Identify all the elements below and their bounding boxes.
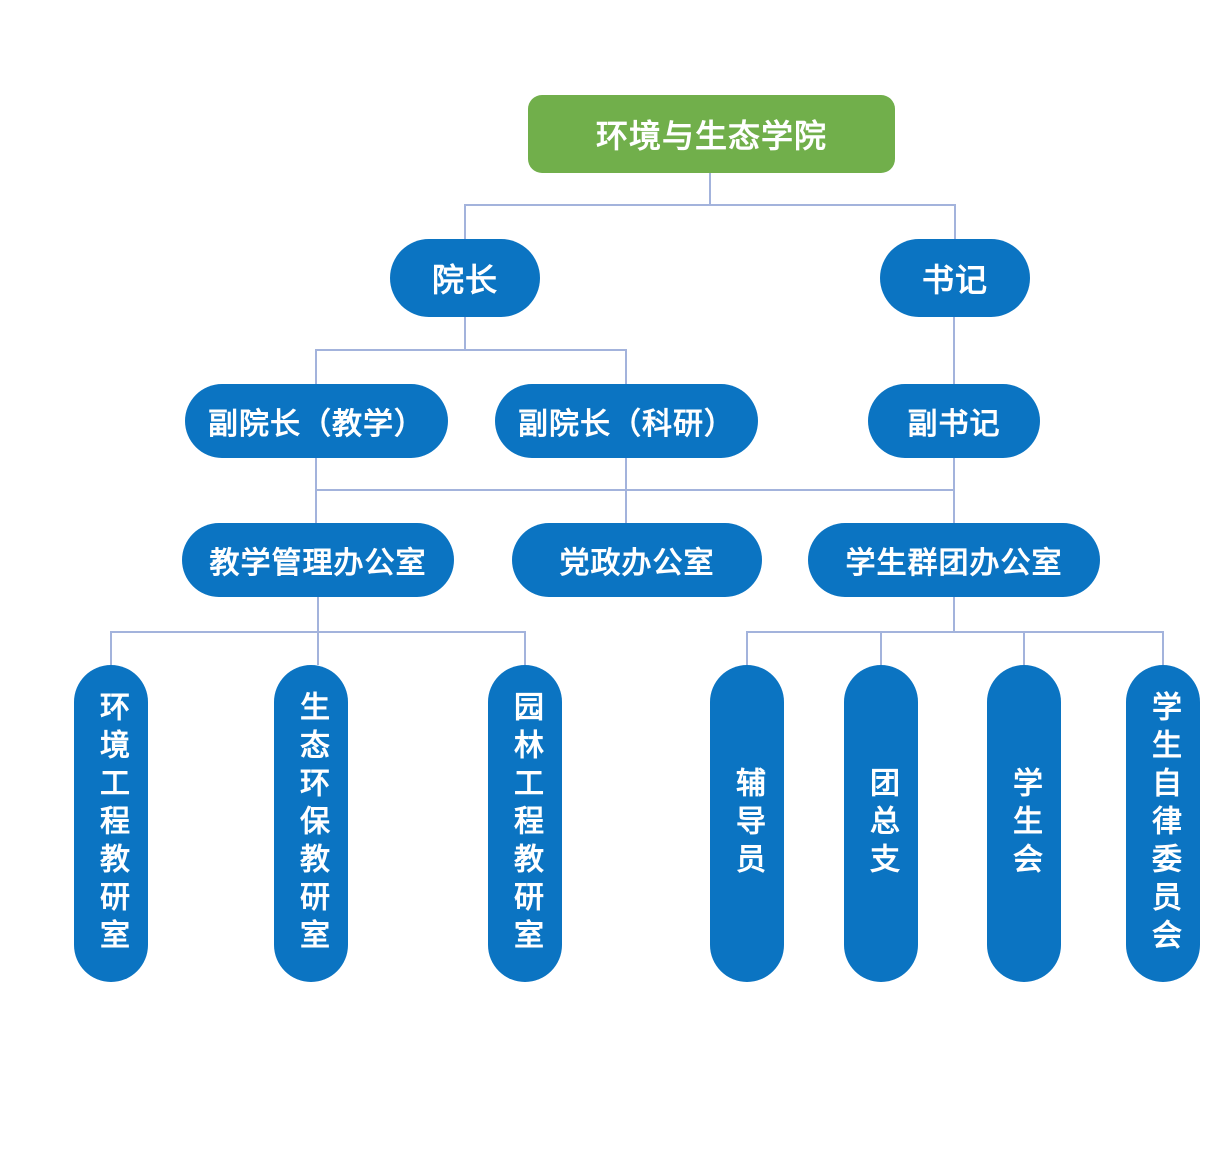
node-party-office: 党政办公室	[512, 523, 762, 597]
node-label: 辅导员	[731, 766, 764, 881]
node-landscape-engineering: 园林工程教研室	[488, 665, 562, 982]
connector-line	[954, 204, 956, 239]
node-label: 学生自律委员会	[1147, 690, 1180, 957]
connector-line	[464, 204, 466, 239]
connector-line	[524, 631, 526, 665]
node-label: 环境工程教研室	[95, 690, 128, 957]
node-deputy-secretary: 副书记	[868, 384, 1040, 458]
node-label: 学生群团办公室	[845, 547, 1063, 580]
node-teaching-office: 教学管理办公室	[182, 523, 454, 597]
connector-line	[953, 317, 955, 384]
node-student-union: 学生会	[987, 665, 1061, 982]
node-eco-protection: 生态环保教研室	[274, 665, 348, 982]
node-self-discipline-committee: 学生自律委员会	[1126, 665, 1200, 982]
connector-line	[1162, 631, 1164, 665]
node-label: 教学管理办公室	[209, 547, 427, 580]
connector-line	[464, 317, 466, 351]
node-label: 副书记	[907, 408, 1001, 441]
node-league-branch: 团总支	[844, 665, 918, 982]
node-label: 院长	[431, 262, 498, 298]
connector-line	[880, 631, 882, 665]
node-counselor: 辅导员	[710, 665, 784, 982]
connector-line	[317, 631, 319, 665]
connector-line	[625, 349, 627, 384]
connector-line	[315, 349, 627, 351]
connector-line	[464, 204, 956, 206]
node-label: 生态环保教研室	[295, 690, 328, 957]
node-vice-dean-teaching: 副院长（教学）	[185, 384, 448, 458]
node-env-engineering: 环境工程教研室	[74, 665, 148, 982]
connector-line	[110, 631, 112, 665]
connector-line	[1023, 631, 1025, 665]
node-college: 环境与生态学院	[528, 95, 895, 173]
connector-line	[746, 631, 748, 665]
node-secretary: 书记	[880, 239, 1030, 317]
node-label: 书记	[921, 262, 988, 298]
node-label: 副院长（教学）	[208, 408, 425, 441]
connector-line	[746, 631, 1164, 633]
node-label: 党政办公室	[559, 547, 715, 580]
node-label: 环境与生态学院	[595, 118, 827, 154]
node-label: 副院长（科研）	[518, 408, 735, 441]
node-label: 团总支	[865, 766, 898, 881]
connector-line	[315, 349, 317, 384]
node-label: 园林工程教研室	[509, 690, 542, 957]
node-vice-dean-research: 副院长（科研）	[495, 384, 758, 458]
node-dean: 院长	[390, 239, 540, 317]
connector-line	[315, 489, 955, 491]
node-label: 学生会	[1008, 766, 1041, 881]
connector-line	[709, 173, 711, 206]
node-student-office: 学生群团办公室	[808, 523, 1100, 597]
connector-line	[953, 597, 955, 632]
connector-line	[317, 597, 319, 632]
